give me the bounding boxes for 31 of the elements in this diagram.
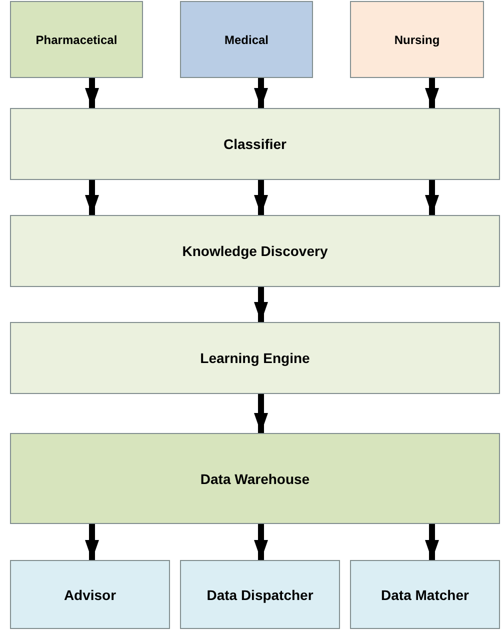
arrow: [254, 524, 268, 560]
arrow: [85, 524, 99, 560]
arrow: [254, 180, 268, 215]
process-box: [180, 1, 313, 78]
box-label: Data Warehouse: [200, 470, 310, 486]
arrow: [254, 394, 268, 433]
box-label: Knowledge Discovery: [182, 243, 328, 259]
process-box: [350, 560, 500, 629]
arrow: [425, 78, 439, 108]
process-box: [10, 215, 500, 287]
box-label: Learning Engine: [200, 350, 310, 366]
process-box: [10, 1, 143, 78]
arrow: [425, 524, 439, 560]
arrow: [254, 78, 268, 108]
box-label: Advisor: [64, 586, 116, 602]
box-label: Pharmacetical: [36, 32, 118, 46]
arrow: [85, 78, 99, 108]
box-label: Data Dispatcher: [206, 586, 314, 602]
arrow: [85, 180, 99, 215]
process-box: [350, 1, 484, 78]
box-label: Nursing: [394, 32, 440, 46]
box-label: Medical: [224, 32, 268, 46]
box-label: Data Matcher: [381, 586, 469, 602]
process-box: [10, 322, 500, 394]
process-box: [10, 433, 500, 524]
process-box: [180, 560, 340, 629]
arrow: [425, 180, 439, 215]
process-box: [10, 560, 170, 629]
process-box: [10, 108, 500, 180]
box-label: Classifier: [223, 136, 287, 152]
arrow: [254, 287, 268, 322]
